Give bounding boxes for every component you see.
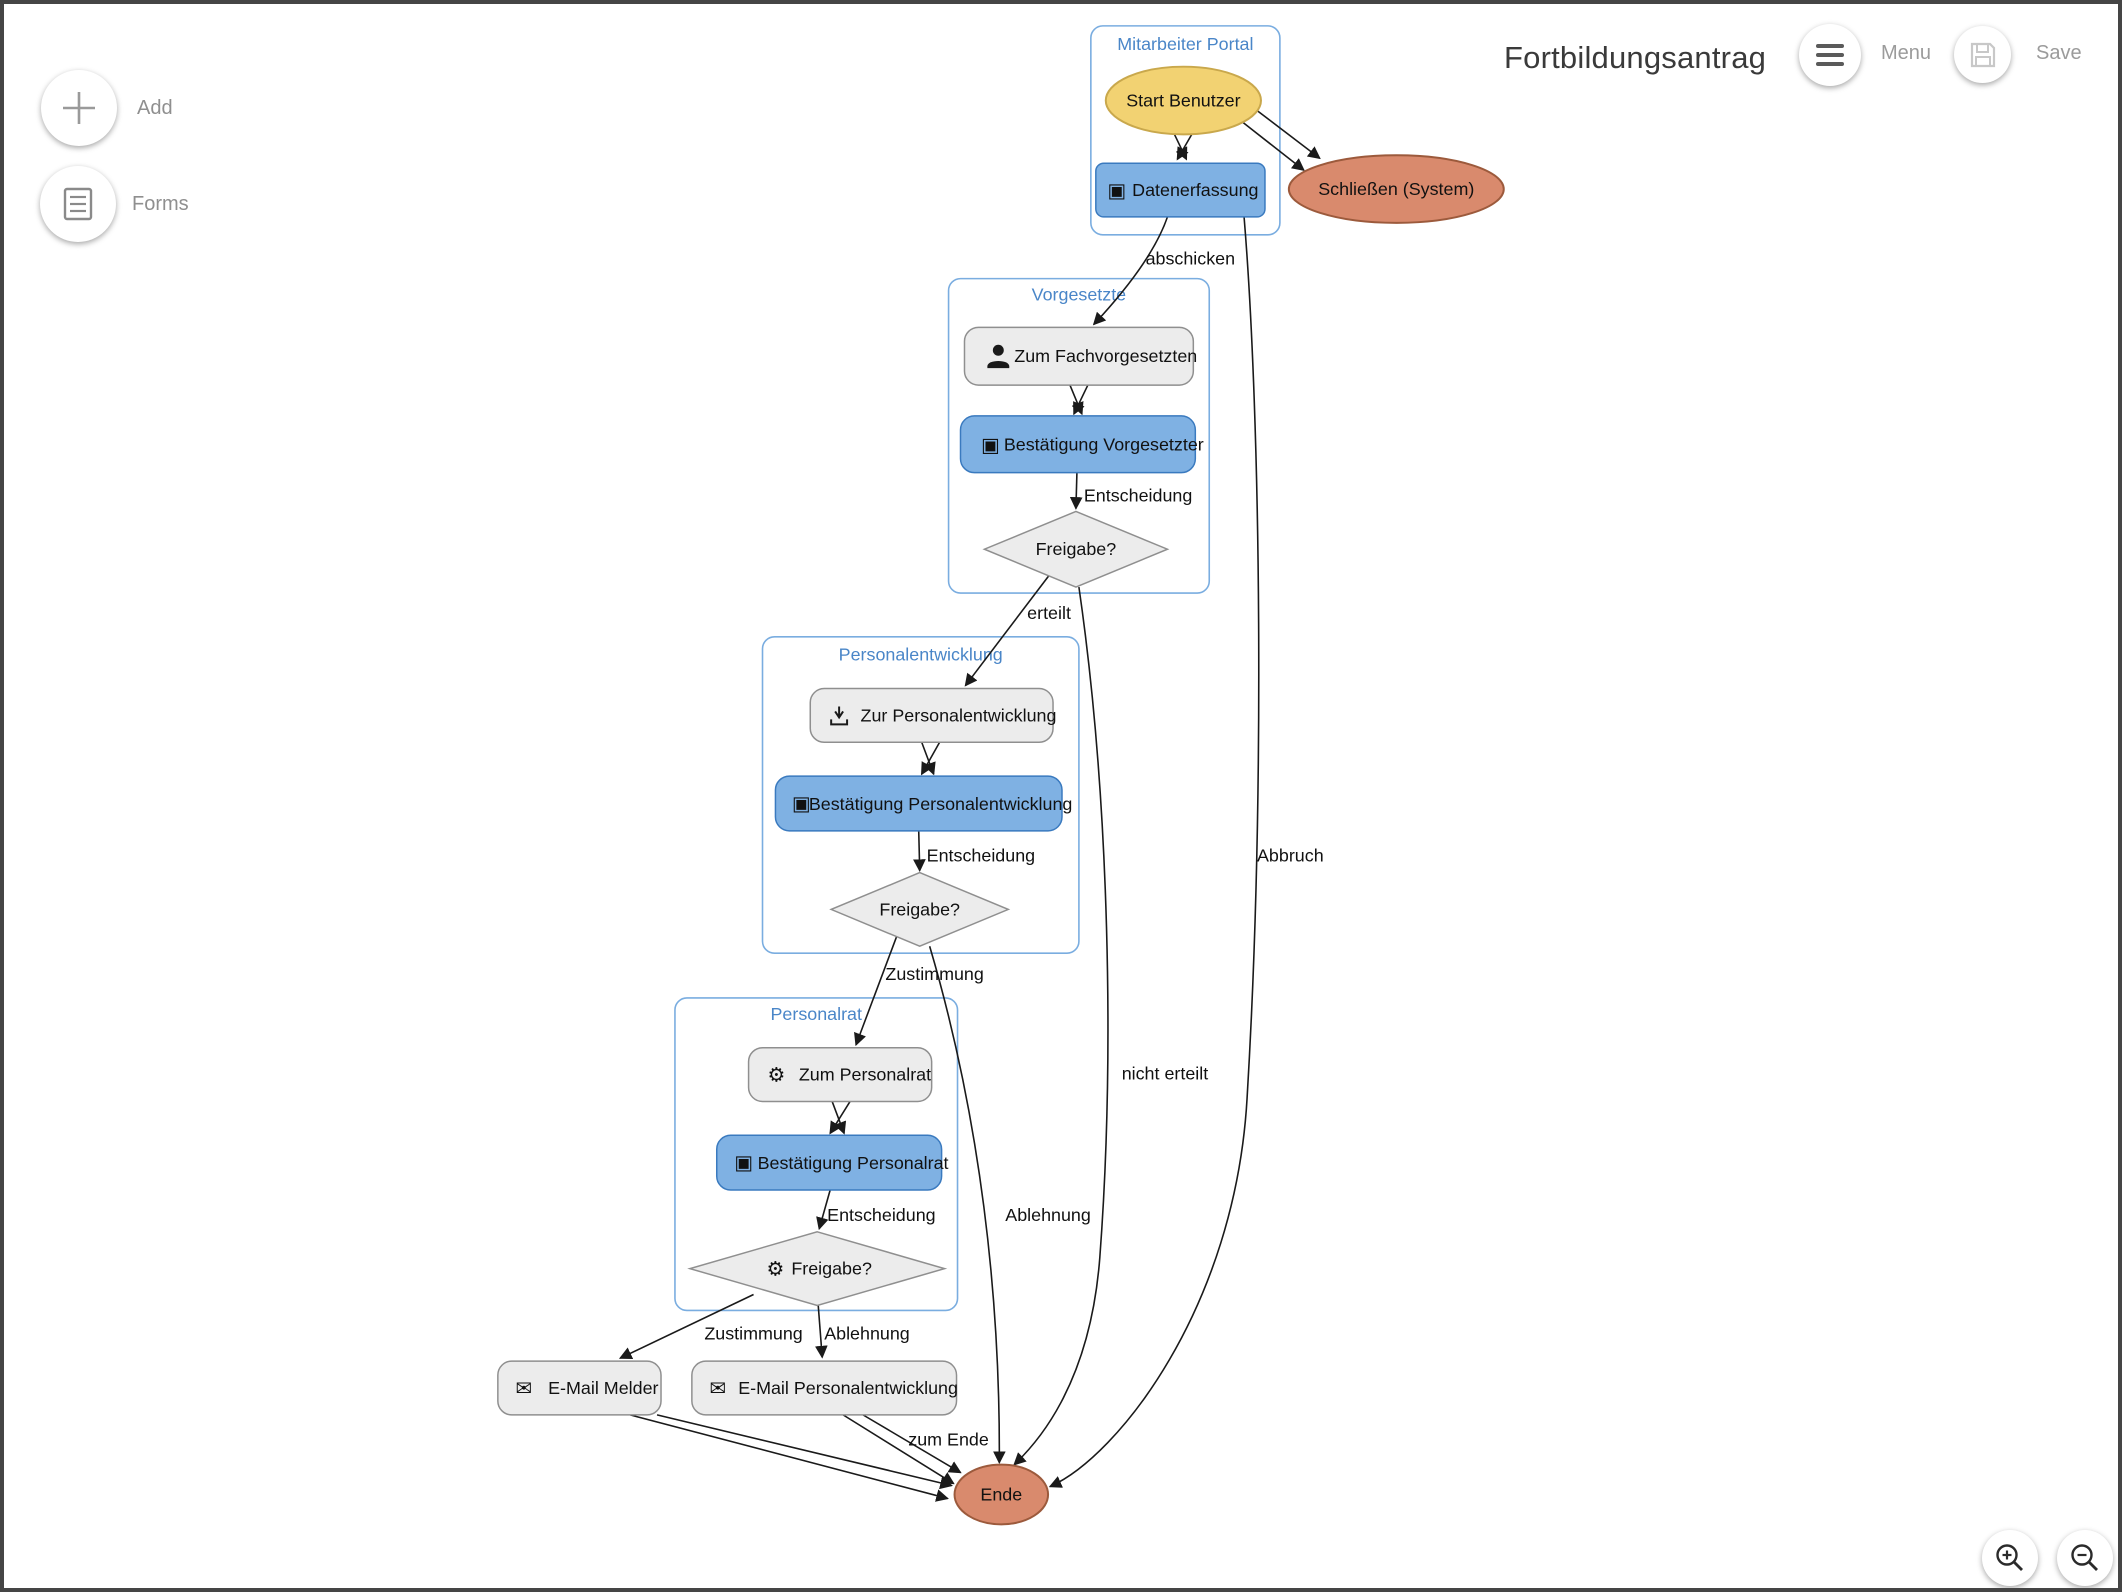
node-zur-personalentwicklung[interactable]: Zur Personalentwicklung xyxy=(809,687,1057,744)
edge-ablehnung1-to-ende[interactable] xyxy=(928,946,1006,1465)
edge-label-abbruch: Abbruch xyxy=(1257,846,1324,866)
group-label: Vorgesetzte xyxy=(1032,285,1127,305)
edge-label-erteilt: erteilt xyxy=(1027,603,1071,623)
node-freigabe-vorgesetzter[interactable]: Freigabe? xyxy=(982,510,1170,588)
diagram-canvas[interactable]: Mitarbeiter Portal Vorgesetzte Personale… xyxy=(4,4,2118,1588)
forms-button[interactable] xyxy=(40,166,116,242)
form-icon: ▣ xyxy=(981,434,1000,457)
edge-melder-to-ende[interactable] xyxy=(629,1414,953,1502)
zoom-out-button[interactable] xyxy=(2057,1530,2113,1586)
node-label: Start Benutzer xyxy=(1126,90,1240,110)
node-ende[interactable]: Ende xyxy=(953,1463,1050,1526)
edge-zurpe-to-bestpe[interactable] xyxy=(920,741,941,776)
edge-label-entscheidung: Entscheidung xyxy=(827,1205,935,1225)
form-icon: ▣ xyxy=(792,792,811,815)
hamburger-icon xyxy=(1816,44,1844,66)
node-label: Freigabe? xyxy=(791,1259,872,1279)
edge-abbruch-to-ende[interactable] xyxy=(1048,216,1260,1488)
node-freigabe-personalrat[interactable]: ⚙ Freigabe? xyxy=(687,1231,948,1307)
edge-label-zustimmung: Zustimmung xyxy=(704,1323,802,1343)
group-label: Personalrat xyxy=(770,1004,862,1024)
group-label: Personalentwicklung xyxy=(839,645,1003,665)
edge-zumpr-to-bestpr[interactable] xyxy=(829,1101,851,1135)
forms-button-label: Forms xyxy=(132,193,189,215)
gear-icon: ⚙ xyxy=(768,1064,786,1087)
edge-datenerfassung-to-fachvorgesetzten[interactable] xyxy=(1092,216,1169,326)
edge-nicht-erteilt-to-ende[interactable] xyxy=(1013,586,1109,1466)
edge-zustimmung2[interactable] xyxy=(618,1293,754,1360)
node-bestaetigung-vorgesetzter[interactable]: ▣ Bestätigung Vorgesetzter xyxy=(959,415,1204,474)
save-icon xyxy=(1970,42,1995,67)
save-button[interactable] xyxy=(1954,26,2011,83)
node-bestaetigung-personalentwicklung[interactable]: ▣ Bestätigung Personalentwicklung xyxy=(774,775,1073,832)
node-label: Freigabe? xyxy=(879,899,960,919)
node-zum-personalrat[interactable]: ⚙ Zum Personalrat xyxy=(747,1046,933,1103)
node-email-melder[interactable]: ✉ E-Mail Melder xyxy=(497,1360,662,1416)
edge-ablehnung2[interactable] xyxy=(814,1305,828,1359)
node-label: Zur Personalentwicklung xyxy=(861,705,1057,725)
edge-label-zum-ende: zum Ende xyxy=(908,1430,989,1450)
edge-erteilt[interactable] xyxy=(964,573,1051,687)
node-label: Bestätigung Vorgesetzter xyxy=(1004,435,1204,455)
edge-label-nicht-erteilt: nicht erteilt xyxy=(1122,1064,1209,1084)
menu-button-label: Menu xyxy=(1881,42,1932,64)
node-schliessen-system[interactable]: Schließen (System) xyxy=(1287,154,1505,224)
group-label: Mitarbeiter Portal xyxy=(1117,34,1253,54)
node-label: Zum Fachvorgesetzten xyxy=(1014,346,1197,366)
node-bestaetigung-personalrat[interactable]: ▣ Bestätigung Personalrat xyxy=(715,1134,949,1191)
node-label: E-Mail Personalentwicklung xyxy=(738,1378,958,1398)
node-email-personalentwicklung[interactable]: ✉ E-Mail Personalentwicklung xyxy=(691,1360,958,1416)
node-label: Zum Personalrat xyxy=(799,1065,931,1085)
zoom-out-icon xyxy=(2071,1544,2098,1571)
edge-start-to-datenerfassung[interactable] xyxy=(1173,132,1194,161)
add-button[interactable] xyxy=(41,70,117,146)
node-zum-fachvorgesetzten[interactable]: Zum Fachvorgesetzten xyxy=(963,326,1197,386)
edge-label-ablehnung: Ablehnung xyxy=(824,1323,910,1343)
claim-icon xyxy=(830,706,849,726)
form-icon: ▣ xyxy=(734,1151,753,1174)
mail-icon: ✉ xyxy=(515,1377,532,1400)
edge-label-zustimmung: Zustimmung xyxy=(885,964,983,984)
edge-zustimmung1[interactable] xyxy=(854,933,899,1047)
edge-bestpr-to-freigabe3[interactable] xyxy=(816,1189,831,1231)
node-label: E-Mail Melder xyxy=(548,1378,658,1398)
edge-label-entscheidung: Entscheidung xyxy=(1084,485,1192,505)
node-label: Schließen (System) xyxy=(1318,179,1474,199)
mail-icon: ✉ xyxy=(709,1377,726,1400)
gear-icon: ⚙ xyxy=(767,1258,785,1281)
page-title[interactable]: Fortbildungsantrag xyxy=(1504,40,1767,75)
node-datenerfassung[interactable]: ▣ Datenerfassung xyxy=(1095,162,1266,218)
forms-icon xyxy=(63,187,93,221)
edge-label-abschicken: abschicken xyxy=(1146,249,1236,269)
node-start-benutzer[interactable]: Start Benutzer xyxy=(1104,65,1262,136)
node-label: Bestätigung Personalrat xyxy=(758,1153,949,1173)
node-label: Datenerfassung xyxy=(1132,180,1258,200)
user-icon xyxy=(987,344,1010,369)
add-button-label: Add xyxy=(137,97,173,119)
edge-fachvorgesetzten-to-bestaetigung[interactable] xyxy=(1069,384,1089,416)
node-freigabe-personalentwicklung[interactable]: Freigabe? xyxy=(829,871,1011,948)
zoom-in-button[interactable] xyxy=(1982,1530,2038,1586)
edge-bestpe-to-freigabe2[interactable] xyxy=(913,830,926,873)
node-label: Bestätigung Personalentwicklung xyxy=(809,794,1073,814)
form-icon: ▣ xyxy=(1107,179,1126,202)
edge-label-ablehnung: Ablehnung xyxy=(1005,1205,1091,1225)
edge-bestaetigung-to-freigabe1[interactable] xyxy=(1069,472,1083,510)
menu-button[interactable] xyxy=(1799,24,1861,86)
node-label: Freigabe? xyxy=(1036,539,1117,559)
edge-label-entscheidung: Entscheidung xyxy=(927,846,1035,866)
zoom-in-icon xyxy=(1996,1544,2023,1571)
save-button-label: Save xyxy=(2036,42,2082,64)
node-label: Ende xyxy=(980,1484,1022,1504)
edge-start-to-schliessen[interactable] xyxy=(1238,106,1321,172)
add-icon xyxy=(63,92,95,124)
edge-emailpe-to-ende[interactable] xyxy=(842,1414,962,1485)
